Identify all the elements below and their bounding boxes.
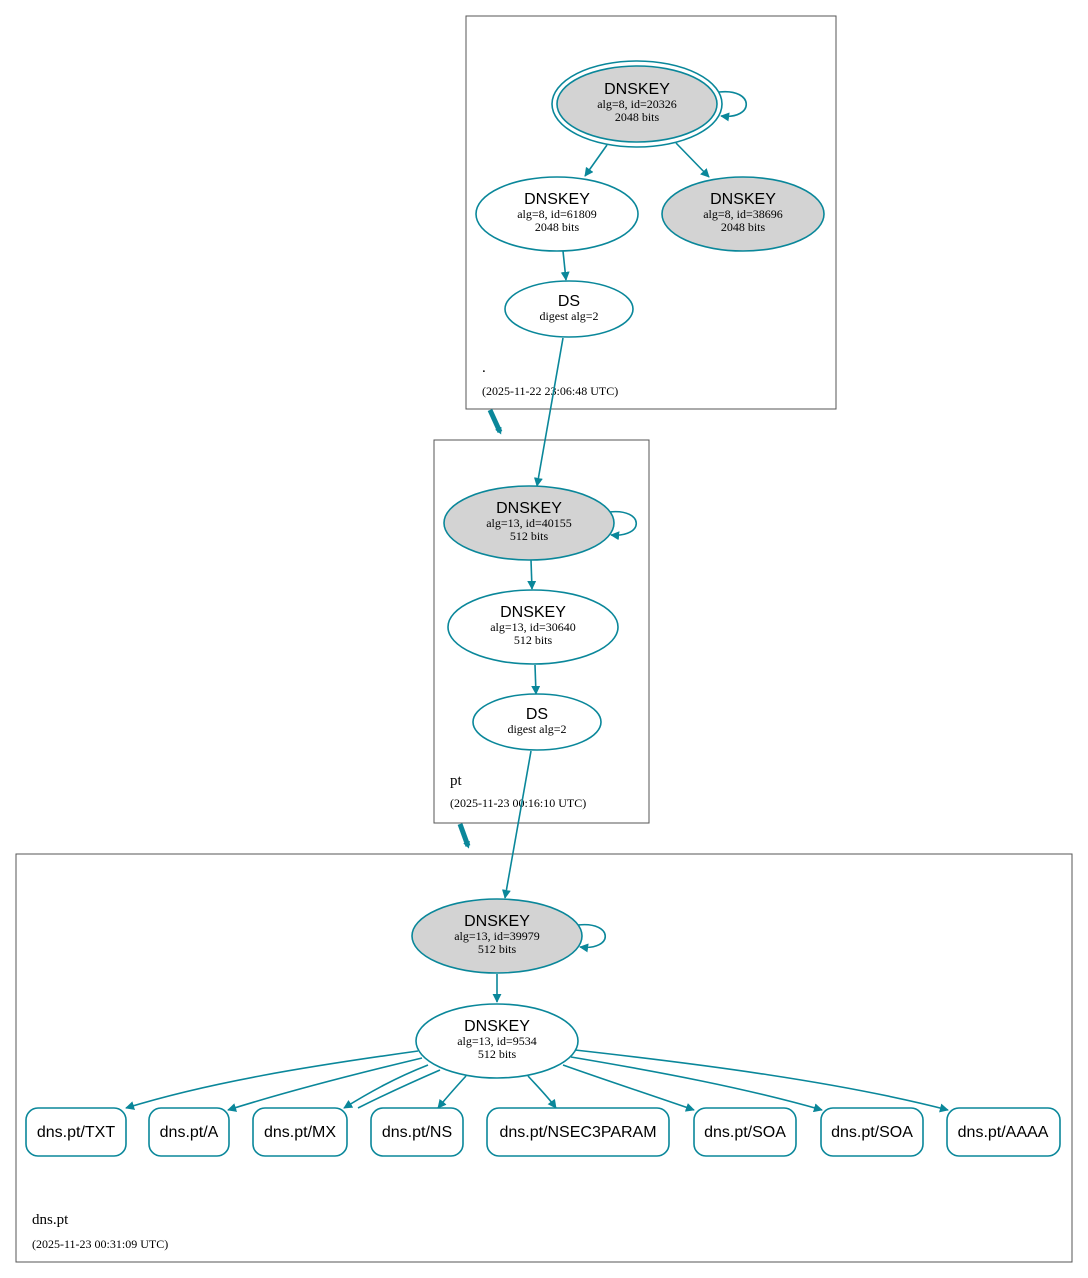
zone-pt-box	[433, 439, 650, 824]
node-title: DNSKEY	[500, 604, 566, 621]
edge-pt-ksk-to-zsk	[527, 559, 537, 590]
node-root-ds: DS digest alg=2	[504, 280, 634, 338]
node-title: DS	[558, 293, 580, 310]
edge-zsk-to-nsec3param	[527, 1075, 557, 1109]
node-bits: 512 bits	[478, 1047, 517, 1061]
edge-zsk-to-a	[227, 1057, 423, 1112]
node-bits: 512 bits	[514, 633, 553, 647]
edge-zsk-to-soa-1	[562, 1064, 695, 1112]
record-box-ns	[370, 1107, 464, 1157]
record-label-aaaa: dns.pt/AAAA	[958, 1124, 1049, 1141]
node-detail: alg=13, id=39979	[454, 929, 540, 943]
node-bits: 2048 bits	[615, 110, 660, 124]
node-detail: alg=13, id=40155	[486, 516, 572, 530]
edge-root-ds-to-pt-ksk	[533, 337, 564, 487]
loop-root-ksk	[718, 90, 747, 122]
node-title: DNSKEY	[496, 500, 562, 517]
node-detail: alg=8, id=20326	[597, 97, 677, 111]
loop-pt-ksk	[608, 510, 637, 541]
zone-root-timestamp: (2025-11-22 23:06:48 UTC)	[482, 384, 618, 398]
node-title: DNSKEY	[464, 1018, 530, 1035]
record-label-soa-2: dns.pt/SOA	[831, 1124, 913, 1141]
node-detail: alg=13, id=9534	[457, 1034, 537, 1048]
zone-pt-timestamp: (2025-11-23 00:16:10 UTC)	[450, 796, 586, 810]
record-label-mx: dns.pt/MX	[264, 1124, 336, 1141]
node-root-k2: DNSKEY alg=8, id=38696 2048 bits	[661, 176, 825, 252]
record-box-soa-1	[693, 1107, 797, 1157]
node-pt-ds: DS digest alg=2	[472, 693, 602, 751]
edge-root-zsk-to-ds	[560, 250, 570, 281]
node-pt-ksk: DNSKEY alg=13, id=40155 512 bits	[443, 485, 615, 561]
node-dns-ksk: DNSKEY alg=13, id=39979 512 bits	[411, 898, 583, 974]
loop-dns-ksk	[577, 923, 606, 953]
node-bits: 2048 bits	[721, 220, 766, 234]
edge-zsk-to-ns	[357, 1069, 441, 1109]
delegation-arrow-root-pt	[487, 408, 503, 435]
edge-pt-ds-to-dns-ksk	[501, 750, 532, 899]
node-root-zsk: DNSKEY alg=8, id=61809 2048 bits	[475, 176, 639, 252]
record-label-ns: dns.pt/NS	[382, 1124, 452, 1141]
edge-zsk-to-soa-2	[570, 1056, 823, 1113]
edge-pt-zsk-to-ds	[531, 664, 541, 695]
record-box-mx	[252, 1107, 348, 1157]
record-box-soa-2	[820, 1107, 924, 1157]
zone-dnspt-label: dns.pt	[32, 1212, 69, 1228]
node-root-ksk: DNSKEY alg=8, id=20326 2048 bits	[551, 60, 723, 148]
edge-root-ksk-to-k2	[675, 142, 710, 178]
node-bits: 2048 bits	[535, 220, 580, 234]
zone-root-label: .	[482, 360, 486, 376]
node-title: DNSKEY	[464, 913, 530, 930]
node-detail: alg=8, id=61809	[517, 207, 597, 221]
node-title: DNSKEY	[524, 191, 590, 208]
record-label-soa-1: dns.pt/SOA	[704, 1124, 786, 1141]
record-label-a: dns.pt/A	[160, 1124, 219, 1141]
edge-root-ksk-to-zsk	[584, 144, 608, 177]
record-label-txt: dns.pt/TXT	[37, 1124, 115, 1141]
edge-zsk-to-txt	[125, 1050, 419, 1110]
edge-zsk-to-ns-2	[437, 1075, 467, 1109]
node-bits: 512 bits	[510, 529, 549, 543]
node-pt-zsk: DNSKEY alg=13, id=30640 512 bits	[447, 589, 619, 665]
node-title: DNSKEY	[604, 81, 670, 98]
node-detail: digest alg=2	[507, 722, 566, 736]
record-box-a	[148, 1107, 230, 1157]
node-bits: 512 bits	[478, 942, 517, 956]
record-label-nsec3param: dns.pt/NSEC3PARAM	[499, 1124, 656, 1141]
zone-dnspt-box	[15, 853, 1073, 1263]
edge-zsk-to-aaaa	[574, 1049, 949, 1113]
node-title: DNSKEY	[710, 191, 776, 208]
zone-root-box	[465, 15, 837, 410]
node-dns-zsk: DNSKEY alg=13, id=9534 512 bits	[415, 1003, 579, 1079]
record-box-txt	[25, 1107, 127, 1157]
node-detail: digest alg=2	[539, 309, 598, 323]
node-detail: alg=13, id=30640	[490, 620, 576, 634]
zone-pt-label: pt	[450, 773, 463, 789]
node-detail: alg=8, id=38696	[703, 207, 783, 221]
record-box-aaaa	[946, 1107, 1061, 1157]
record-box-nsec3param	[486, 1107, 670, 1157]
delegation-arrow-pt-dnspt	[457, 823, 471, 849]
node-title: DS	[526, 706, 548, 723]
edge-zsk-to-mx	[343, 1064, 429, 1109]
zone-dnspt-timestamp: (2025-11-23 00:31:09 UTC)	[32, 1237, 168, 1251]
